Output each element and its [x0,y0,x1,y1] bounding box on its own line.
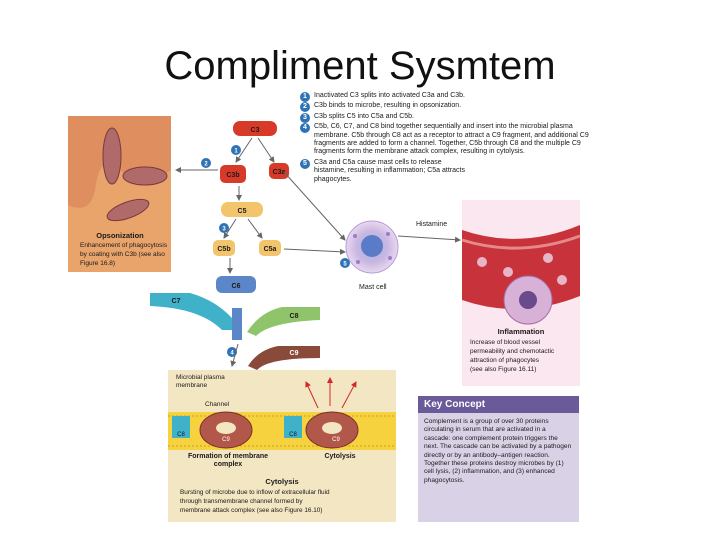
svg-text:4: 4 [230,351,234,357]
svg-text:2: 2 [204,162,208,168]
c5b-protein [213,240,235,256]
slide-title: Compliment Sysmtem [164,44,556,88]
c9-protein [248,346,320,370]
step-3-badge [219,223,229,233]
cascade: C3 1 C3b C3a 2 C5 3 C5b C5a [175,121,346,274]
mac-assembly: C6 C7 C8 C9 4 [150,276,320,401]
key-concept-box: Key Concept Complement is a group of ove… [418,396,579,522]
svg-text:C8: C8 [177,432,185,438]
cytolysis-heading: Cytolysis [265,477,298,486]
svg-text:complex: complex [214,461,243,468]
opsonization-heading: Opsonization [96,231,144,240]
svg-text:C9: C9 [222,437,230,443]
svg-text:permeability and chemotactic: permeability and chemotactic [470,348,555,355]
svg-text:C7: C7 [172,298,181,305]
inflammation-panel: Inflammation Increase of blood vessel pe… [461,200,581,386]
channel-label: Channel [205,401,230,408]
key-concept-text: Complement is a group of over 30 protein… [424,418,572,484]
svg-text:C8: C8 [290,313,299,320]
svg-text:Enhancement of phagocytosis: Enhancement of phagocytosis [80,242,168,249]
inflammation-heading: Inflammation [498,327,545,336]
microbe-icon [106,198,150,222]
step-4-badge [227,347,237,357]
key-concept-heading: Key Concept [418,396,579,413]
c7-protein [150,293,232,330]
svg-text:through transmembrane channel: through transmembrane channel formed by [180,498,303,505]
membrane-panel: Microbial plasma membrane Channel C8 C8 … [168,370,396,522]
svg-text:5: 5 [343,262,347,268]
svg-text:C3: C3 [251,127,260,134]
svg-text:1: 1 [234,149,238,155]
c6-protein [216,276,256,293]
svg-text:3: 3 [222,227,226,233]
c5a-protein [259,240,281,256]
svg-text:Cytolysis: Cytolysis [324,453,355,460]
microbe-icon [122,166,168,186]
step-2-badge [201,158,211,168]
svg-text:C6: C6 [232,283,241,290]
step-5-badge [340,258,350,268]
svg-text:C5a: C5a [264,246,277,253]
svg-text:C8: C8 [289,432,297,438]
svg-text:membrane: membrane [176,382,207,389]
c3b-protein [220,165,246,183]
c3-protein [233,121,277,136]
mast-cell-label: Mast cell [359,284,387,291]
step-1-badge [231,145,241,155]
svg-text:Formation of membrane: Formation of membrane [188,453,268,460]
svg-text:Figure 16.8): Figure 16.8) [80,260,115,267]
c8-protein [247,307,320,336]
microbe-icon [102,127,122,185]
svg-text:C3a: C3a [273,169,286,176]
svg-text:C3b: C3b [226,172,239,179]
svg-text:C9: C9 [332,437,340,443]
svg-text:membrane attack complex (see a: membrane attack complex (see also Figure… [180,507,322,514]
opsonization-panel: Opsonization Enhancement of phagocytosis… [68,116,171,272]
svg-text:attraction of phagocytes: attraction of phagocytes [470,357,540,364]
c3a-protein [269,163,289,179]
svg-text:by coating with C3b (see also: by coating with C3b (see also [80,251,165,258]
svg-text:Bursting of microbe due to inf: Bursting of microbe due to inflow of ext… [180,489,330,496]
mast-cell: 5 Mast cell Histamine [340,220,461,291]
svg-text:C9: C9 [290,350,299,357]
svg-text:Increase of blood vessel: Increase of blood vessel [470,339,541,346]
svg-text:C5b: C5b [217,246,230,253]
c5-protein [221,202,263,217]
svg-text:Microbial plasma: Microbial plasma [176,374,225,381]
histamine-label: Histamine [416,221,447,228]
svg-text:(see also Figure 16.11): (see also Figure 16.11) [470,366,536,373]
svg-text:C5: C5 [238,208,247,215]
